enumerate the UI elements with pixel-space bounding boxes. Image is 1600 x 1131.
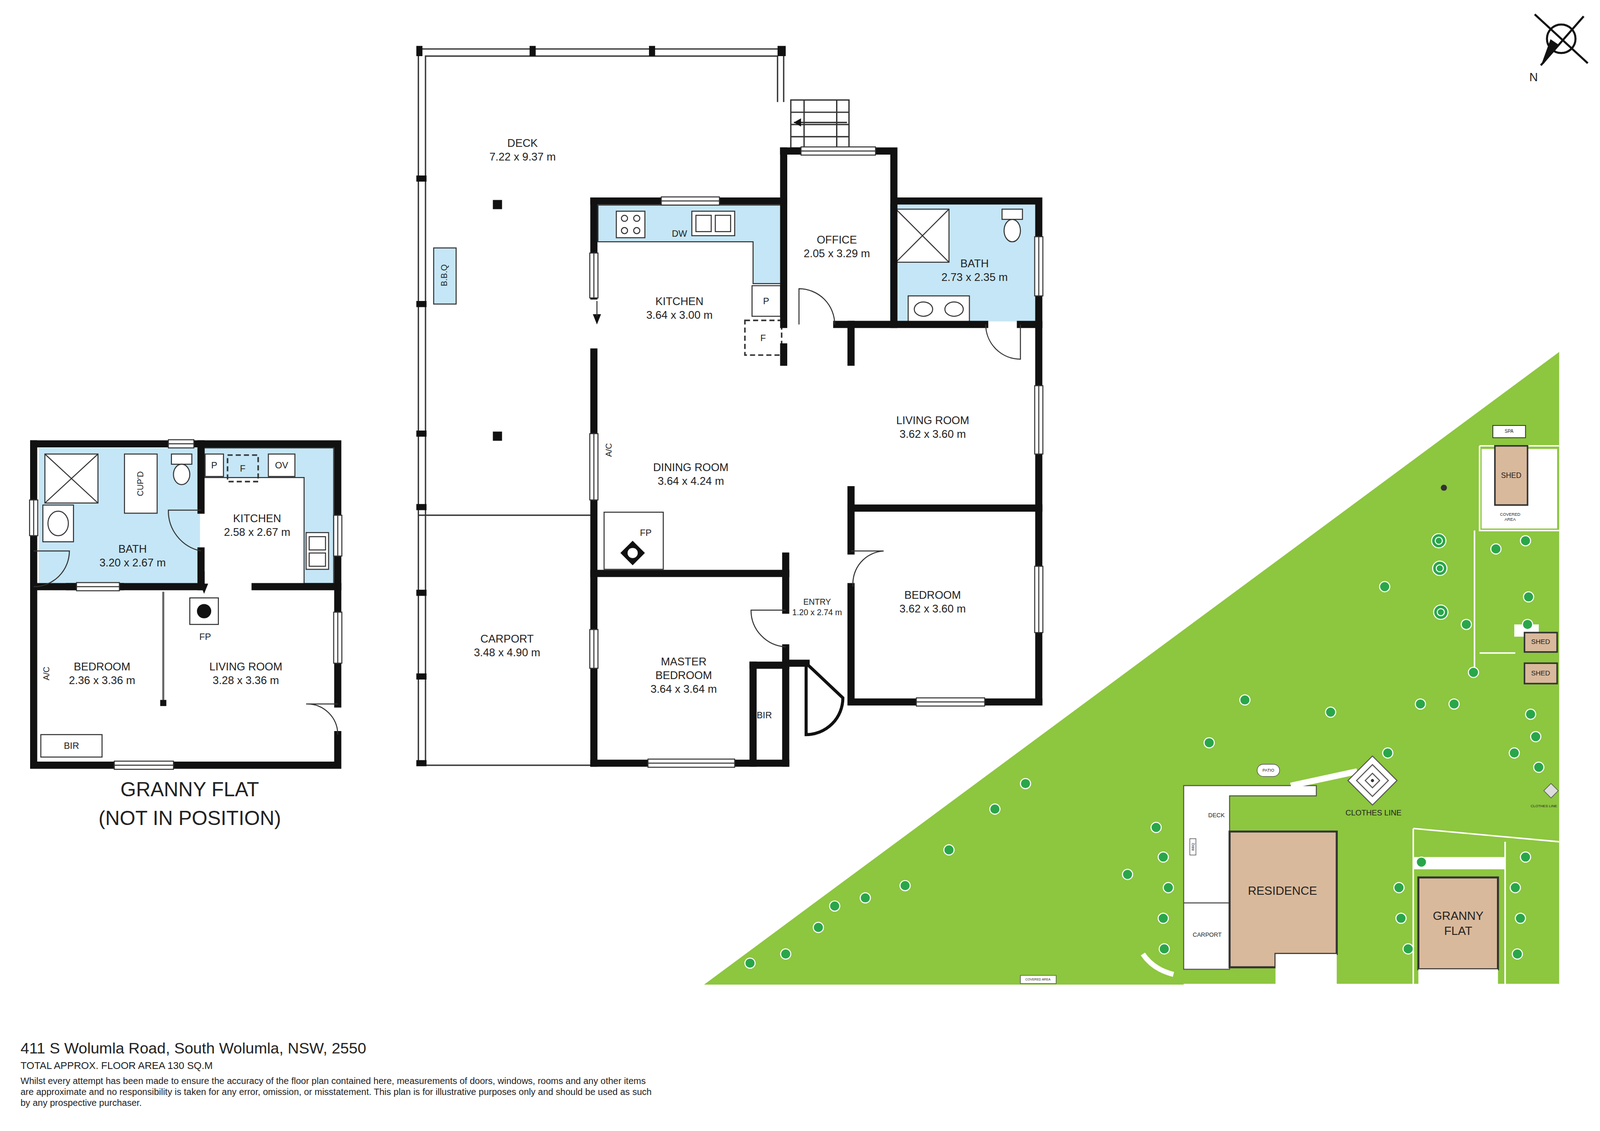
room-name: DINING ROOM (653, 460, 729, 475)
room-label: LIVING ROOM3.28 x 3.36 m (209, 659, 283, 688)
room-name: LIVING ROOM (896, 413, 970, 428)
room-label: OFFICE2.05 x 3.29 m (803, 233, 870, 261)
room-dimension: 2.05 x 3.29 m (803, 246, 870, 261)
room-name: ENTRY (792, 597, 842, 608)
room-name: BATH (941, 256, 1008, 271)
floor-area-note: TOTAL APPROX. FLOOR AREA 130 SQ.M (20, 1059, 213, 1072)
fixture-label: FP (639, 527, 652, 539)
site-label: COVERED AREA (1025, 977, 1051, 982)
room-name: GRANNY FLAT (1423, 908, 1493, 939)
site-label: CLOTHES LINE (1530, 804, 1558, 809)
shed-box: SHED (1531, 637, 1551, 647)
fixture-label: CUP'D (135, 471, 146, 497)
room-dimension: 2.58 x 2.67 m (223, 525, 291, 540)
room-dimension: 3.62 x 3.60 m (899, 602, 966, 616)
fixture-label: FP (199, 631, 212, 643)
room-dimension: 3.64 x 3.00 m (646, 308, 713, 323)
room-name: SHED (1531, 637, 1551, 647)
room-name: KITCHEN (223, 511, 291, 526)
site-label: BBQ (1190, 842, 1196, 851)
room-name: SHED (1501, 471, 1522, 481)
fixture-label: OV (275, 459, 289, 471)
room-label: BATH2.73 x 2.35 m (941, 256, 1008, 285)
room-name: CARPORT (473, 632, 541, 646)
fixture-label: B.B.Q (439, 264, 450, 287)
fixture-label: BIR (63, 740, 79, 752)
room-dimension: 2.73 x 2.35 m (941, 270, 1008, 285)
site-label: SPA (1504, 428, 1514, 435)
site-label: PATIO (1262, 768, 1275, 774)
room-dimension: 2.36 x 3.36 m (68, 673, 136, 688)
room-dimension: 3.64 x 3.64 m (642, 682, 725, 697)
fixture-label: A/C (41, 666, 52, 681)
site-label: CARPORT (1192, 931, 1222, 939)
room-name: BEDROOM (68, 659, 136, 674)
room-dimension: 3.62 x 3.60 m (896, 427, 970, 442)
room-name: RESIDENCE (1247, 883, 1318, 899)
room-label: CARPORT3.48 x 4.90 m (473, 632, 541, 660)
walls (33, 150, 1039, 766)
room-name: KITCHEN (646, 294, 713, 309)
site-label: DECK (1208, 811, 1225, 820)
fixture-label: P (763, 295, 769, 307)
address-title: 411 S Wolumla Road, South Wolumla, NSW, … (20, 1038, 367, 1058)
room-label: BEDROOM3.62 x 3.60 m (899, 588, 966, 616)
room-name: OFFICE (803, 233, 870, 247)
room-label: KITCHEN2.58 x 2.67 m (223, 511, 291, 540)
fixture-label: BIR (756, 709, 772, 721)
fixture-label: F (760, 332, 766, 344)
room-name: BEDROOM (899, 588, 966, 603)
windows (29, 146, 1044, 770)
room-name: SHED (1531, 669, 1551, 678)
room-label: MASTER BEDROOM3.64 x 3.64 m (642, 654, 725, 697)
room-name: DECK (489, 136, 556, 151)
fixture-label: P (211, 459, 218, 471)
room-label: LIVING ROOM3.62 x 3.60 m (896, 413, 970, 442)
room-name: BATH (99, 542, 166, 556)
room-dimension: 3.48 x 4.90 m (473, 645, 541, 660)
plan-heading: (NOT IN POSITION) (98, 806, 281, 831)
room-label: KITCHEN3.64 x 3.00 m (646, 294, 713, 323)
site-building: GRANNY FLAT (1423, 908, 1493, 939)
doors (33, 288, 1021, 735)
shed-box: SHED (1501, 471, 1522, 481)
room-dimension: 7.22 x 9.37 m (489, 150, 556, 164)
shed-box: SHED (1531, 669, 1551, 678)
room-dimension: 3.28 x 3.36 m (209, 673, 283, 688)
site-building: RESIDENCE (1247, 883, 1318, 899)
disclaimer-note: Whilst every attempt has been made to en… (20, 1075, 660, 1109)
room-dimension: 1.20 x 2.74 m (792, 607, 842, 619)
room-dimension: 3.20 x 2.67 m (99, 555, 166, 570)
room-label: BEDROOM2.36 x 3.36 m (68, 659, 136, 688)
fixture-label: F (239, 462, 246, 474)
plan-heading: GRANNY FLAT (120, 777, 260, 802)
deck-outline (418, 48, 849, 766)
fixture-label: DW (671, 228, 687, 239)
site-label: CLOTHES LINE (1345, 808, 1402, 818)
room-label: DECK7.22 x 9.37 m (489, 136, 556, 164)
room-label: ENTRY1.20 x 2.74 m (792, 597, 842, 618)
room-label: DINING ROOM3.64 x 4.24 m (653, 460, 729, 489)
north-compass (1534, 14, 1588, 66)
room-name: MASTER BEDROOM (642, 654, 725, 683)
room-dimension: 3.64 x 4.24 m (653, 474, 729, 489)
site-plan (704, 352, 1560, 985)
site-label: COVERED AREA (1496, 512, 1524, 523)
room-label: BATH3.20 x 2.67 m (99, 542, 166, 570)
north-label: N (1529, 70, 1538, 85)
fixture-label: A/C (604, 443, 615, 458)
room-name: LIVING ROOM (209, 659, 283, 674)
